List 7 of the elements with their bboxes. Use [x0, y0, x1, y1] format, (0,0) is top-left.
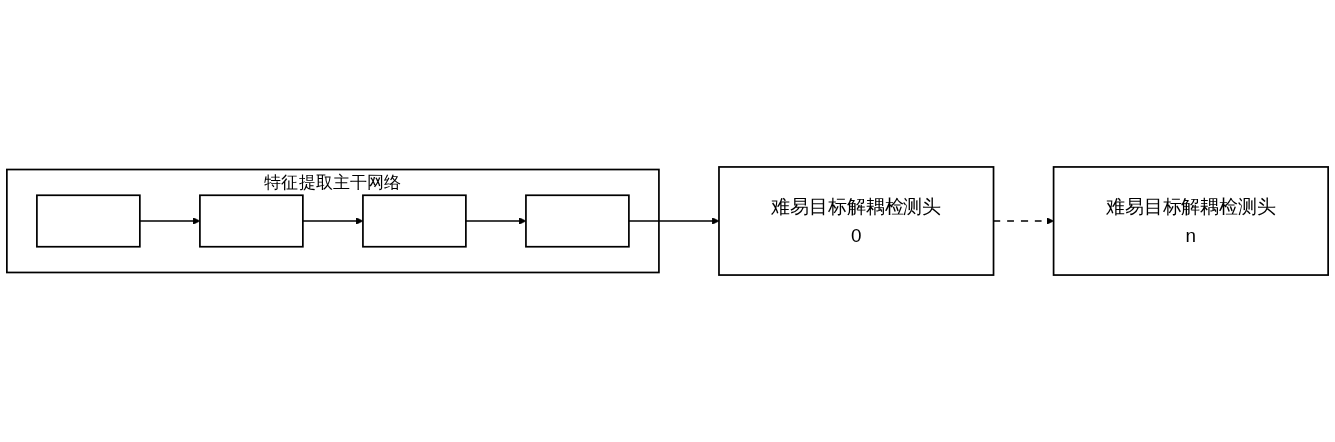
node-box: 难易目标解耦检测头n — [1052, 166, 1329, 276]
node-box — [36, 194, 141, 248]
node-box — [362, 194, 467, 248]
cluster: 特征提取主干网络 — [6, 168, 660, 274]
node-box — [199, 194, 304, 248]
node-box — [525, 194, 630, 248]
node-box: 难易目标解耦检测头0 — [718, 166, 995, 276]
